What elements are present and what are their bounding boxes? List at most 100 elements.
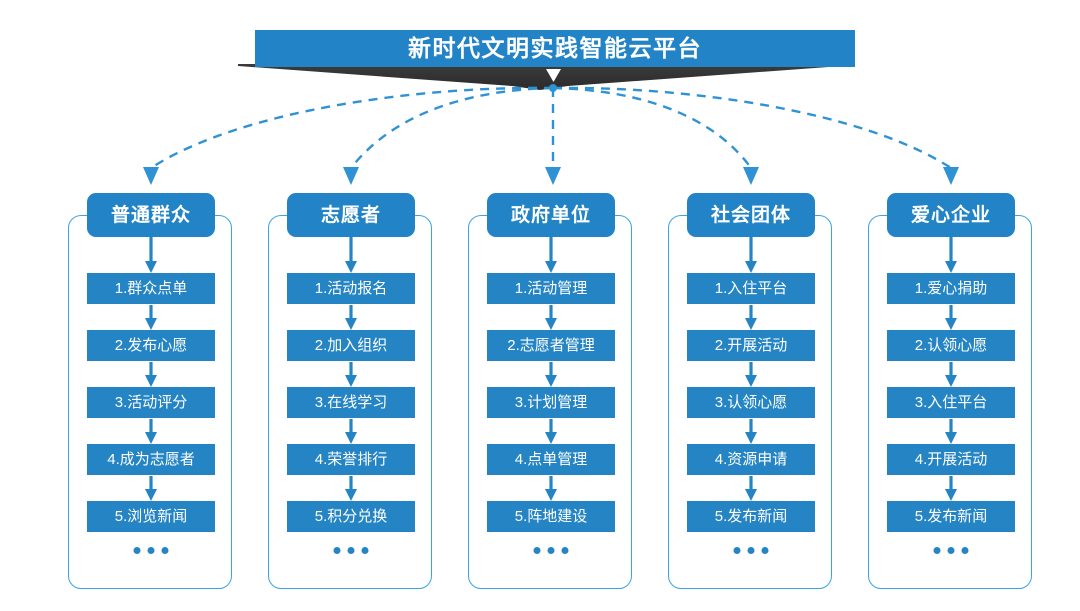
step-box[interactable]: 1.活动报名 — [287, 273, 415, 304]
role-column-header[interactable]: 爱心企业 — [887, 193, 1015, 237]
step-box[interactable]: 2.志愿者管理 — [487, 330, 615, 361]
step-box[interactable]: 2.发布心愿 — [87, 330, 215, 361]
step-arrow — [945, 305, 957, 330]
role-column-4[interactable]: 1.入住平台 2.开展活动 3.认领心愿 4.资源申请 5.发布新闻 社会团体 — [668, 193, 834, 591]
step-box[interactable]: 2.加入组织 — [287, 330, 415, 361]
ellipsis-indicator — [333, 547, 369, 554]
step-box[interactable]: 4.点单管理 — [487, 444, 615, 475]
ellipsis-indicator — [533, 547, 569, 554]
step-label: 2.志愿者管理 — [507, 337, 595, 354]
header-to-step-arrow — [745, 235, 757, 273]
title-banner-shadow — [238, 64, 842, 90]
role-column-5[interactable]: 1.爱心捐助 2.认领心愿 3.入住平台 4.开展活动 5.发布新闻 爱心企业 — [868, 193, 1034, 591]
arrowhead-col-5 — [943, 167, 959, 185]
step-label: 4.开展活动 — [914, 451, 988, 468]
connector-to-col-5 — [552, 86, 952, 170]
step-label: 5.积分兑换 — [314, 508, 388, 525]
step-box[interactable]: 3.认领心愿 — [687, 387, 815, 418]
step-box[interactable]: 5.发布新闻 — [887, 501, 1015, 532]
step-arrow — [345, 305, 357, 330]
step-box[interactable]: 3.入住平台 — [887, 387, 1015, 418]
step-label: 1.群众点单 — [114, 280, 188, 297]
role-column-header[interactable]: 普通群众 — [87, 193, 215, 237]
step-box[interactable]: 5.浏览新闻 — [87, 501, 215, 532]
connector-to-col-1 — [150, 86, 554, 170]
step-arrow — [745, 419, 757, 444]
step-label: 4.点单管理 — [514, 451, 588, 468]
step-arrow — [745, 476, 757, 501]
role-column-header[interactable]: 志愿者 — [287, 193, 415, 237]
arrowhead-col-1 — [143, 167, 159, 185]
step-arrow — [545, 476, 557, 501]
step-label: 1.入住平台 — [714, 280, 788, 297]
role-column-1[interactable]: 1.群众点单 2.发布心愿 3.活动评分 4.成为志愿者 5.浏览新闻 普通群众 — [68, 193, 234, 591]
step-label: 1.活动报名 — [314, 280, 388, 297]
step-box[interactable]: 4.开展活动 — [887, 444, 1015, 475]
platform-title-bar: 新时代文明实践智能云平台 — [255, 30, 855, 67]
step-box[interactable]: 3.计划管理 — [487, 387, 615, 418]
step-label: 4.成为志愿者 — [107, 451, 195, 468]
role-column-3[interactable]: 1.活动管理 2.志愿者管理 3.计划管理 4.点单管理 5.阵地建设 政府单位 — [468, 193, 634, 591]
step-label: 3.认领心愿 — [714, 394, 788, 411]
step-label: 2.发布心愿 — [114, 337, 188, 354]
step-box[interactable]: 3.在线学习 — [287, 387, 415, 418]
role-column-steps: 1.爱心捐助 2.认领心愿 3.入住平台 4.开展活动 5.发布新闻 — [868, 215, 1034, 589]
step-label: 5.发布新闻 — [914, 508, 988, 525]
step-label: 1.活动管理 — [514, 280, 588, 297]
header-to-step-arrow — [345, 235, 357, 273]
step-arrow — [345, 476, 357, 501]
step-box[interactable]: 5.阵地建设 — [487, 501, 615, 532]
step-box[interactable]: 5.发布新闻 — [687, 501, 815, 532]
role-column-header-label: 爱心企业 — [910, 204, 991, 226]
step-label: 3.活动评分 — [114, 394, 188, 411]
arrowhead-col-3 — [545, 167, 561, 185]
step-arrow — [145, 419, 157, 444]
ellipsis-indicator — [133, 547, 169, 554]
step-arrow — [145, 305, 157, 330]
arrowhead-col-4 — [743, 167, 759, 185]
step-label: 1.爱心捐助 — [914, 280, 988, 297]
step-box[interactable]: 1.活动管理 — [487, 273, 615, 304]
step-arrow — [145, 476, 157, 501]
role-column-steps: 1.活动报名 2.加入组织 3.在线学习 4.荣誉排行 5.积分兑换 — [268, 215, 434, 589]
step-box[interactable]: 2.认领心愿 — [887, 330, 1015, 361]
step-box[interactable]: 1.爱心捐助 — [887, 273, 1015, 304]
step-box[interactable]: 3.活动评分 — [87, 387, 215, 418]
step-arrow — [345, 419, 357, 444]
step-label: 3.在线学习 — [314, 394, 388, 411]
step-box[interactable]: 5.积分兑换 — [287, 501, 415, 532]
arrowhead-col-2 — [343, 167, 359, 185]
role-column-2[interactable]: 1.活动报名 2.加入组织 3.在线学习 4.荣誉排行 5.积分兑换 志愿者 — [268, 193, 434, 591]
step-label: 4.荣誉排行 — [314, 451, 388, 468]
step-box[interactable]: 4.成为志愿者 — [87, 444, 215, 475]
step-label: 2.加入组织 — [314, 337, 388, 354]
step-label: 2.开展活动 — [714, 337, 788, 354]
role-column-header-label: 志愿者 — [320, 204, 381, 226]
step-label: 3.计划管理 — [514, 394, 588, 411]
step-box[interactable]: 4.资源申请 — [687, 444, 815, 475]
step-box[interactable]: 1.群众点单 — [87, 273, 215, 304]
step-label: 5.阵地建设 — [514, 508, 588, 525]
step-arrow — [545, 305, 557, 330]
header-to-step-arrow — [945, 235, 957, 273]
step-arrow — [345, 362, 357, 387]
step-box[interactable]: 1.入住平台 — [687, 273, 815, 304]
step-arrow — [945, 476, 957, 501]
step-arrow — [945, 362, 957, 387]
step-label: 3.入住平台 — [914, 394, 988, 411]
connector-to-col-4 — [552, 86, 752, 169]
role-column-header-label: 普通群众 — [110, 204, 191, 226]
step-box[interactable]: 2.开展活动 — [687, 330, 815, 361]
role-column-steps: 1.入住平台 2.开展活动 3.认领心愿 4.资源申请 5.发布新闻 — [668, 215, 834, 589]
role-column-header[interactable]: 社会团体 — [687, 193, 815, 237]
role-column-steps: 1.群众点单 2.发布心愿 3.活动评分 4.成为志愿者 5.浏览新闻 — [68, 215, 234, 589]
step-label: 4.资源申请 — [714, 451, 788, 468]
step-arrow — [945, 419, 957, 444]
ellipsis-indicator — [733, 547, 769, 554]
role-column-header[interactable]: 政府单位 — [487, 193, 615, 237]
step-arrow — [545, 362, 557, 387]
header-to-step-arrow — [545, 235, 557, 273]
step-label: 5.浏览新闻 — [114, 508, 188, 525]
step-box[interactable]: 4.荣誉排行 — [287, 444, 415, 475]
